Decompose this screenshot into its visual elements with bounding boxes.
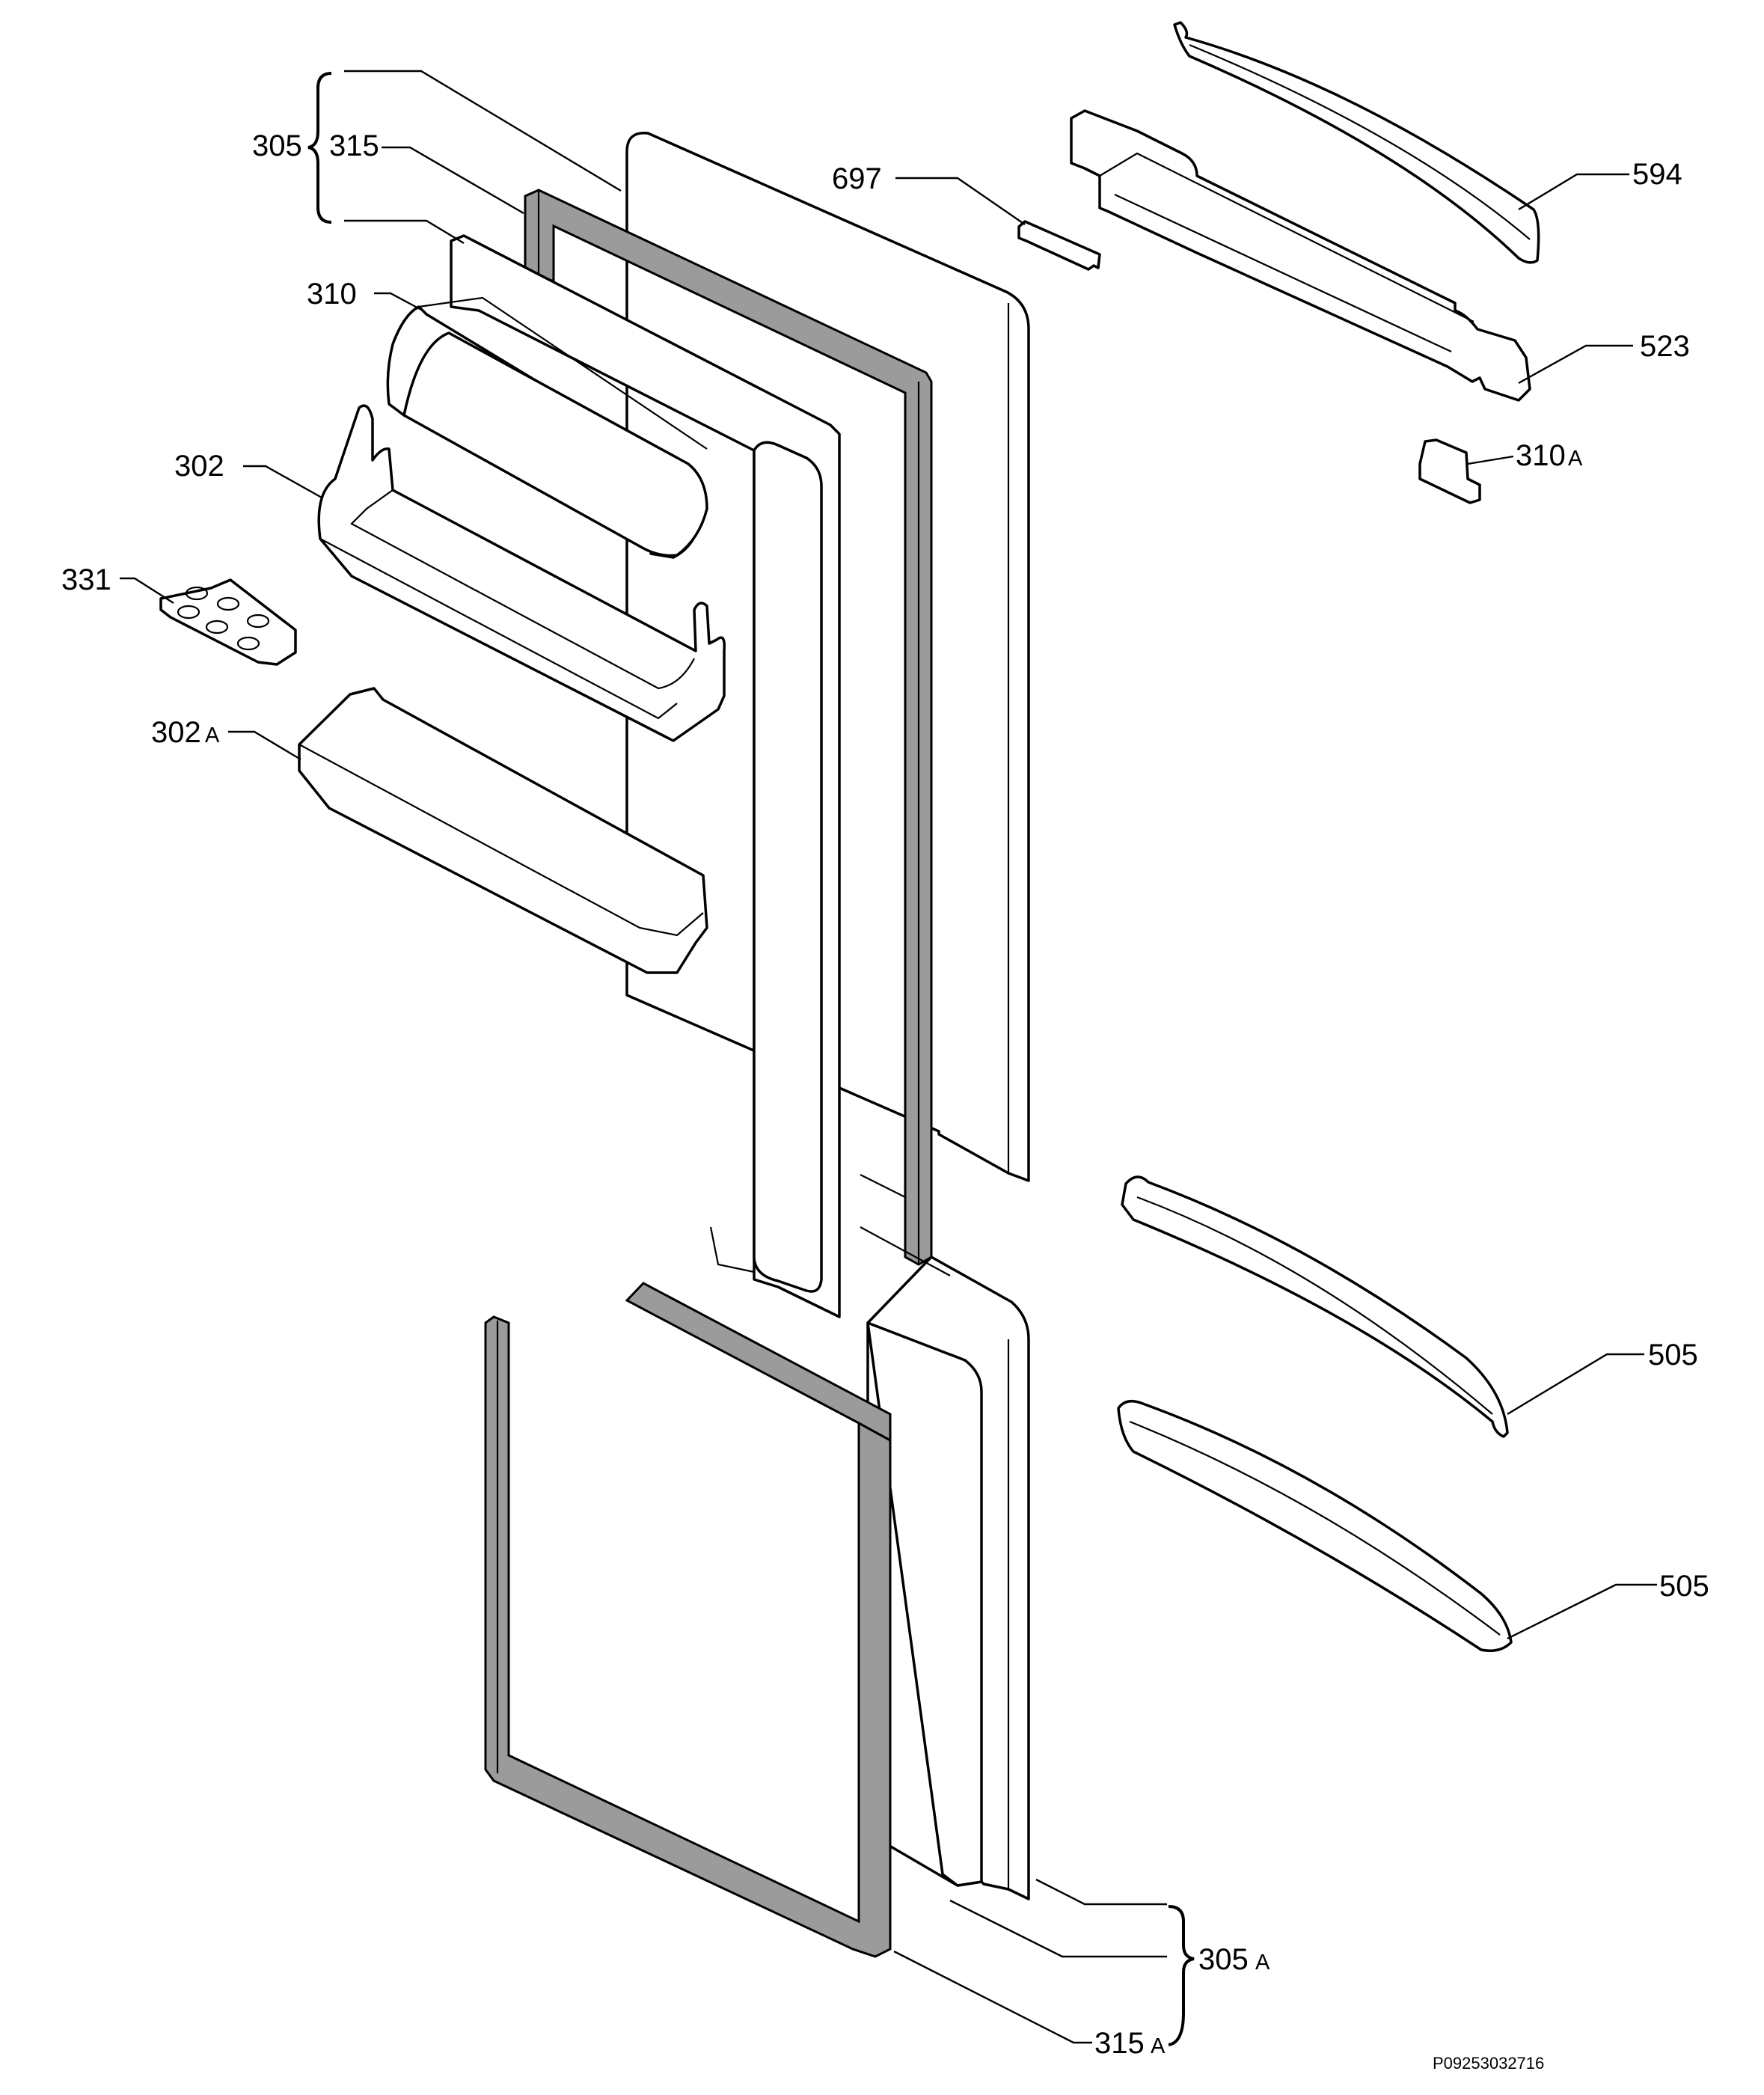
bracket-305 bbox=[307, 72, 332, 224]
label-523: 523 bbox=[1640, 330, 1690, 363]
label-302: 302 bbox=[174, 450, 224, 483]
part-505-upper-handle bbox=[1121, 1175, 1509, 1438]
label-594: 594 bbox=[1632, 158, 1682, 191]
drawing-code: P09253032716 bbox=[1433, 2054, 1544, 2073]
lower-door-gasket bbox=[484, 1282, 892, 1958]
label-305a-suffix: A bbox=[1255, 1951, 1270, 1975]
part-523-handle-bracket bbox=[1070, 109, 1531, 402]
label-315a: 315 bbox=[1094, 2027, 1145, 2060]
label-302a-suffix: A bbox=[205, 724, 220, 747]
label-305: 305 bbox=[252, 129, 302, 162]
label-305a: 305 bbox=[1198, 1943, 1249, 1976]
part-505-lower-handle bbox=[1117, 1399, 1513, 1652]
part-302a-bottle-bin bbox=[298, 687, 708, 974]
label-315a-suffix: A bbox=[1151, 2034, 1166, 2058]
label-505-upper: 505 bbox=[1648, 1339, 1698, 1371]
part-331-egg-tray bbox=[159, 578, 297, 666]
upper-door-liner bbox=[450, 234, 841, 1318]
label-310a: 310 bbox=[1516, 439, 1566, 472]
label-310a-suffix: A bbox=[1568, 447, 1583, 471]
leader-lines bbox=[120, 70, 1657, 2044]
label-302a: 302 bbox=[151, 716, 201, 749]
label-697: 697 bbox=[832, 162, 882, 195]
part-310-dairy-flap bbox=[386, 296, 708, 559]
lower-door-panel bbox=[860, 1226, 1030, 1900]
bracket-305a bbox=[1168, 1905, 1195, 2046]
part-697-clip bbox=[1017, 220, 1101, 271]
part-310a-clip bbox=[1418, 438, 1481, 504]
label-315: 315 bbox=[329, 129, 379, 162]
label-310: 310 bbox=[307, 278, 357, 311]
part-302-door-bin bbox=[317, 404, 726, 742]
label-505-lower: 505 bbox=[1659, 1570, 1709, 1603]
label-331: 331 bbox=[61, 563, 111, 596]
part-594-handle-trim bbox=[1173, 21, 1540, 264]
